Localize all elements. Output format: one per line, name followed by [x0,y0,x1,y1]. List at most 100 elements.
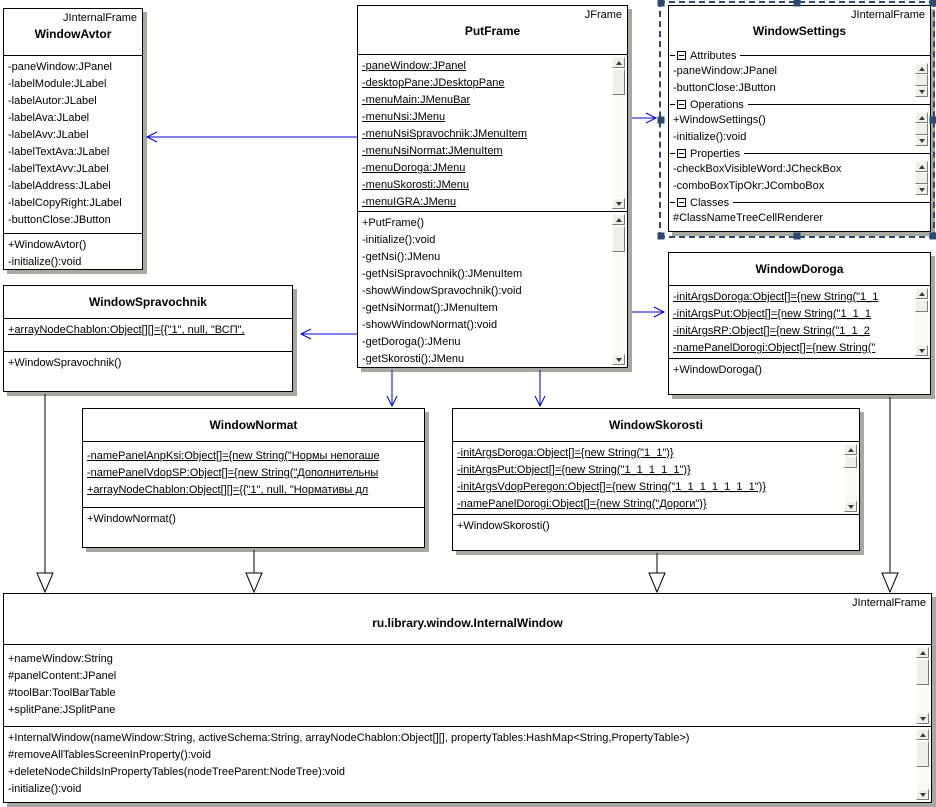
class-box-internalwindow[interactable]: JInternalFrame ru.library.window.Interna… [3,593,932,803]
scroll-down-button[interactable] [915,135,928,146]
generalization-arrowhead-icon [36,572,54,594]
collapse-icon[interactable] [677,100,686,109]
methods-compartment: +PutFrame() -initialize():void -getNsi()… [358,211,627,367]
scrollbar[interactable] [915,63,928,97]
fields-compartment: +arrayNodeChablon:Object[][]={{"1", null… [4,318,292,351]
scroll-thumb[interactable] [915,172,928,184]
class-box-windowsettings[interactable]: JInternalFrame WindowSettings Attributes… [668,5,931,232]
arrow-up-icon [918,66,925,71]
association-arrow-putframe-to-windownormat [386,370,398,408]
field-row: -namePanelDorogi:Object[]={new String("Д… [457,498,707,510]
scroll-thumb[interactable] [915,74,928,86]
scroll-down-button[interactable] [916,789,929,800]
class-stereotype: JInternalFrame [852,597,926,609]
selection-handle[interactable] [657,232,665,240]
scroll-down-button[interactable] [612,198,625,209]
class-box-windowavtor[interactable]: JInternalFrame WindowAvtor -paneWindow:J… [3,8,143,270]
scroll-thumb[interactable] [916,659,929,685]
scrollbar[interactable] [916,729,929,800]
field-row: -labelAvv:JLabel [8,129,89,141]
class-box-windownormat[interactable]: WindowNormat -namePanelAnpKsi:Object[]={… [82,408,425,548]
method-row: -getNsiSpravochnik():JMenuItem [362,268,523,280]
selection-handle[interactable] [657,116,665,123]
scroll-up-button[interactable] [916,647,929,658]
scroll-up-button[interactable] [915,112,928,123]
collapse-icon[interactable] [677,51,686,60]
method-row: -initialize():void [8,256,82,268]
field-row: -buttonClose:JButton [8,214,111,226]
field-row: -menuNsiSpravochnik:JMenuItem [362,128,528,140]
class-name: WindowDoroga [755,262,844,276]
class-box-windowspravochnik[interactable]: WindowSpravochnik +arrayNodeChablon:Obje… [3,285,293,392]
operation-row: -initialize():void [673,131,747,143]
fields-compartment: -paneWindow:JPanel -labelModule:JLabel -… [4,55,142,233]
class-stereotype: JInternalFrame [851,9,925,21]
section-label: Classes [690,196,730,209]
selection-handle[interactable] [929,0,936,7]
scroll-up-button[interactable] [915,63,928,74]
scrollbar[interactable] [915,161,928,195]
section-header-operations: Operations [669,97,930,112]
scroll-thumb[interactable] [915,123,928,135]
method-row: +WindowAvtor() [8,239,87,251]
selection-handle[interactable] [657,0,665,7]
scrollbar[interactable] [612,57,625,209]
field-row: -labelAva:JLabel [8,112,90,124]
field-row: -labelCopyRight:JLabel [8,197,122,209]
scroll-up-button[interactable] [844,444,857,455]
scroll-down-button[interactable] [916,713,929,724]
class-stereotype: JFrame [584,9,622,21]
scrollbar[interactable] [844,444,857,512]
method-row: #removeAllTablesScreenInProperty():void [8,749,211,761]
scroll-up-button[interactable] [915,288,928,299]
scrollbar[interactable] [915,112,928,146]
scroll-down-button[interactable] [844,501,857,512]
methods-compartment: +WindowNormat() [83,507,424,547]
class-box-windowskorosti[interactable]: WindowSkorosti -initArgsDoroga:Object[]=… [452,408,860,551]
scroll-thumb[interactable] [916,741,929,767]
scroll-up-button[interactable] [612,214,625,225]
selection-handle[interactable] [793,232,801,240]
methods-compartment: +WindowDoroga() [669,358,930,394]
scroll-up-button[interactable] [916,729,929,740]
scroll-down-button[interactable] [915,184,928,195]
scroll-down-button[interactable] [612,354,625,365]
class-name: WindowSkorosti [609,418,703,432]
class-title: JInternalFrame ru.library.window.Interna… [4,594,931,644]
scroll-up-button[interactable] [915,161,928,172]
collapse-icon[interactable] [677,198,686,207]
association-arrow-putframe-to-windowavtor [145,131,357,143]
class-name: WindowSpravochnik [89,295,207,309]
scroll-thumb[interactable] [915,300,928,312]
field-row: +nameWindow:String [8,653,113,665]
method-row: -showWindowNormat():void [362,319,498,331]
field-row: #panelContent:JPanel [8,670,117,682]
section-label: Attributes [690,49,737,62]
scrollbar[interactable] [915,288,928,356]
scroll-up-button[interactable] [612,57,625,68]
scroll-down-button[interactable] [915,86,928,97]
field-row: #toolBar:ToolBarTable [8,687,116,699]
fields-compartment: +nameWindow:String #panelContent:JPanel … [4,644,931,726]
scroll-thumb[interactable] [844,456,857,468]
arrow-down-icon [918,187,925,192]
methods-compartment: +InternalWindow(nameWindow:String, activ… [4,726,931,802]
methods-compartment: +WindowSkorosti() [453,514,859,550]
selection-handle[interactable] [929,116,936,123]
scroll-thumb[interactable] [612,69,625,95]
selection-handle[interactable] [793,0,801,7]
arrow-down-icon [918,138,925,143]
method-row: -getDoroga():JMenu [362,336,461,348]
field-row: -menuMain:JMenuBar [362,94,471,106]
scrollbar[interactable] [612,214,625,365]
scroll-down-button[interactable] [915,345,928,356]
association-arrow-putframe-to-windowskorosti [534,370,546,408]
property-row: -checkBoxVisibleWord:JCheckBox [673,163,842,175]
scrollbar[interactable] [916,647,929,724]
scroll-thumb[interactable] [612,226,625,252]
selection-handle[interactable] [929,232,936,240]
class-box-putframe[interactable]: JFrame PutFrame -paneWindow:JPanel -desk… [357,5,628,368]
collapse-icon[interactable] [677,149,686,158]
class-box-windowdoroga[interactable]: WindowDoroga -initArgsDoroga:Object[]={n… [668,252,931,395]
